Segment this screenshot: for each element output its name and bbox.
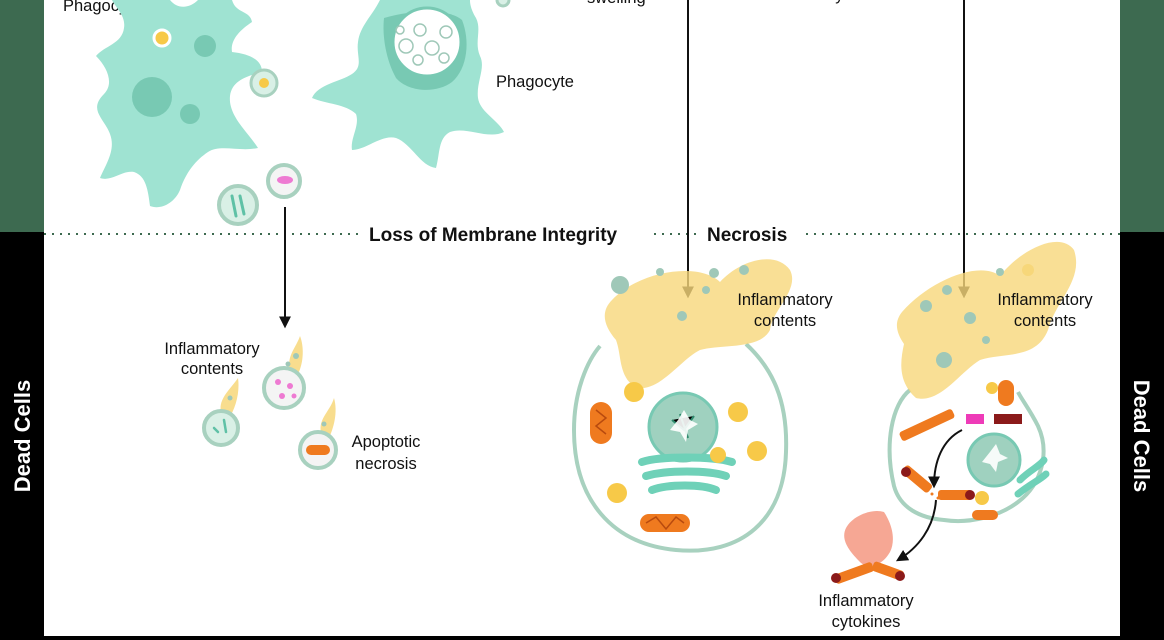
inflammatory-mid-line2: contents	[754, 312, 816, 330]
necrosis-label: Necrosis	[707, 225, 787, 246]
frame-right-top	[1120, 0, 1164, 232]
frame-bottom-bar	[0, 636, 1164, 640]
arrow-cytokines	[895, 499, 937, 562]
apoptotic-bodies-top	[217, 163, 302, 226]
apoptotic-necrosis-group	[202, 336, 338, 470]
phagocyte-middle-label: Phagocyte	[496, 73, 574, 91]
frame-left-top	[0, 0, 44, 232]
inflammatory-right-line1: Inflammatory	[997, 291, 1093, 309]
cytokines-label-line2: cytokines	[832, 613, 901, 631]
inflammatory-left-line1: Inflammatory	[164, 340, 260, 358]
inflammatory-mid-line1: Inflammatory	[737, 291, 833, 309]
inflammatory-right-line2: contents	[1014, 312, 1076, 330]
apoptotic-label-line2: necrosis	[355, 455, 416, 473]
cytokines-partial-label: cytokines	[827, 0, 896, 4]
necrotic-cell	[571, 259, 793, 553]
released-cytokines	[831, 510, 905, 584]
pyroptotic-cell	[887, 241, 1077, 523]
loss-of-membrane-label: Loss of Membrane Integrity	[369, 225, 618, 246]
frame-left-bottom	[0, 232, 44, 640]
phagocyte-left	[96, 0, 279, 208]
swelling-partial-label: swelling	[587, 0, 646, 7]
dead-cells-left-label: Dead Cells	[10, 380, 35, 493]
dead-cells-right-label: Dead Cells	[1129, 380, 1154, 493]
inflammatory-left-line2: contents	[181, 360, 243, 378]
phagocyte-middle	[312, 0, 511, 168]
apoptotic-label-line1: Apoptotic	[352, 433, 421, 451]
cytokines-label-line1: Inflammatory	[818, 592, 914, 610]
frame-right-bottom	[1120, 232, 1164, 640]
